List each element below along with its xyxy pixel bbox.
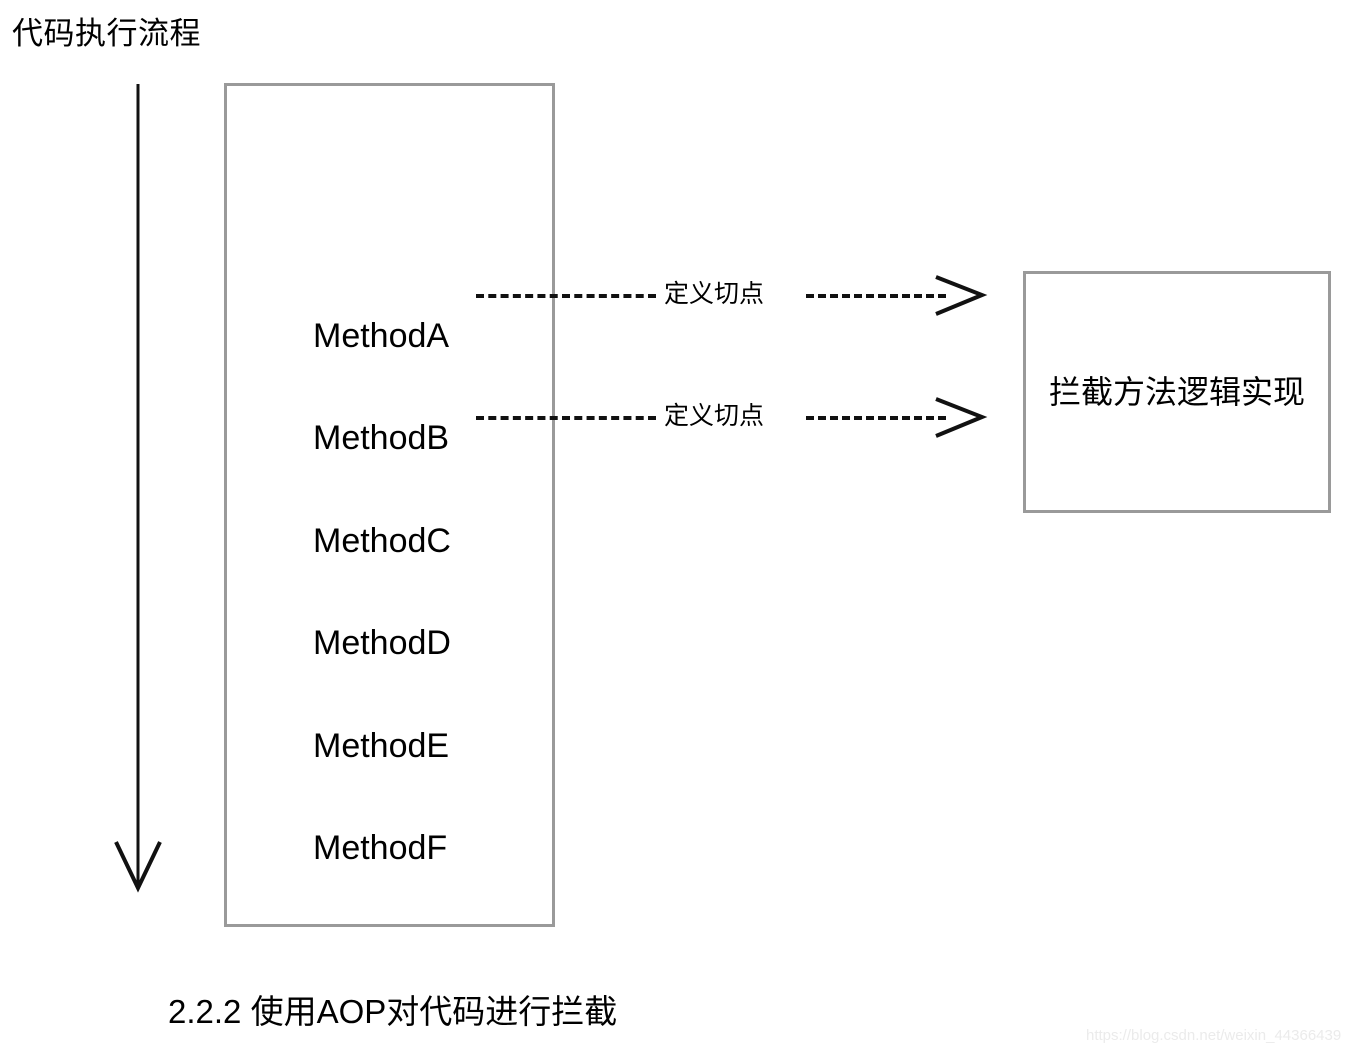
page-title: 代码执行流程 [12,16,201,51]
dashed-line-left [476,294,656,298]
execution-flow-arrow-icon [114,84,162,893]
pointcut-label: 定义切点 [664,402,765,430]
figure-caption: 2.2.2 使用AOP对代码进行拦截 [168,993,618,1030]
execution-flow-arrow [108,82,172,898]
pointcut-connector-1: 定义切点 [470,267,995,327]
interceptor-logic-box: 拦截方法逻辑实现 [1023,271,1331,513]
method-item-a: MethodA [313,317,450,355]
pointcut-connector-2: 定义切点 [470,389,995,449]
arrow-right-icon [920,397,990,439]
method-sequence-box: MethodA MethodB MethodC MethodD MethodE … [224,83,555,927]
dashed-line-right [806,416,946,420]
method-item-b: MethodB [313,419,450,457]
method-item-c: MethodC [313,522,451,560]
method-item-e: MethodE [313,727,450,765]
interceptor-logic-label: 拦截方法逻辑实现 [1048,373,1305,410]
method-item-f: MethodF [313,829,448,867]
pointcut-label: 定义切点 [664,280,765,308]
method-list: MethodA MethodB MethodC MethodD MethodE … [227,86,552,924]
arrow-right-icon [920,275,990,317]
method-item-d: MethodD [313,624,451,662]
dashed-line-right [806,294,946,298]
dashed-line-left [476,416,656,420]
watermark-url: https://blog.csdn.net/weixin_44366439 [1086,1027,1342,1044]
